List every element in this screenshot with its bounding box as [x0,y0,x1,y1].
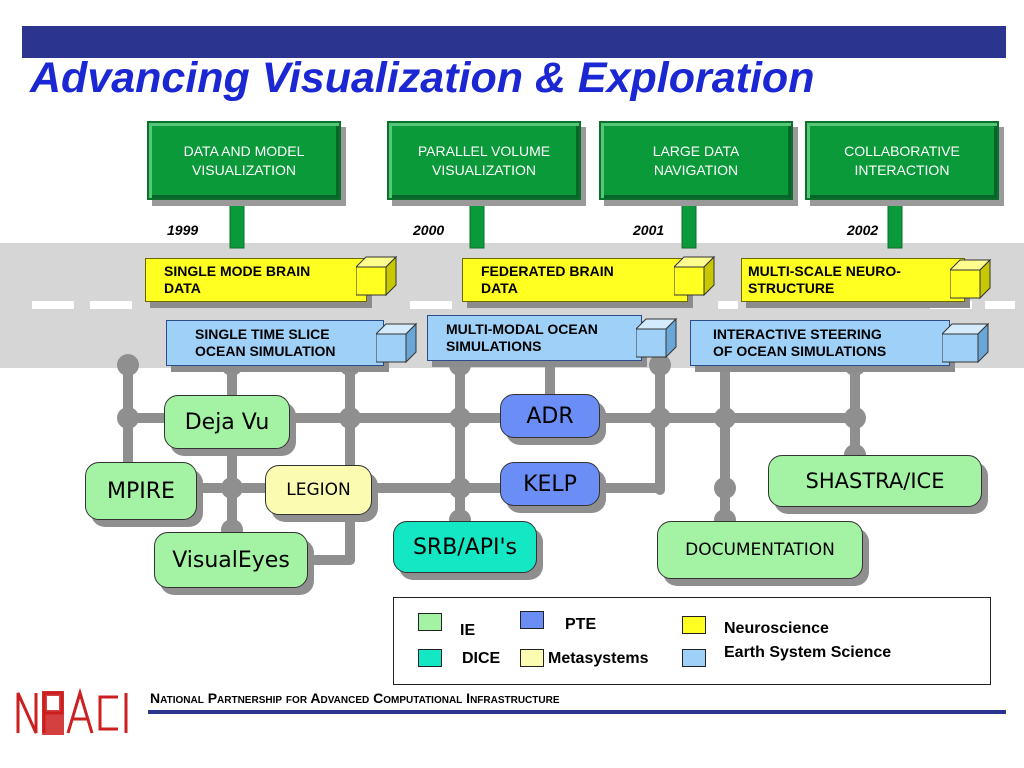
tool-mpire: MPIRE [85,462,197,520]
sign-data-model-visualization: DATA AND MODEL VISUALIZATION [147,121,341,200]
cube-icon [942,322,990,364]
year-2000: 2000 [413,222,445,238]
tool-adr: ADR [500,394,600,438]
tool-documentation: DOCUMENTATION [657,521,863,579]
cube-icon [636,317,678,359]
neuro-box-multi-scale: MULTI-SCALE NEURO- STRUCTURE [741,258,965,302]
legend-metasystems-label: Metasystems [548,650,649,667]
legend-pte-swatch [520,611,544,629]
cube-icon [674,255,716,297]
npaci-logo [16,687,128,735]
title-bar [22,26,1006,58]
footer-text: National Partnership for Advanced Comput… [150,690,560,706]
tool-srb-apis: SRB/API's [393,521,537,573]
legend-earth-label: Earth System Science [724,644,892,661]
road-dashes [32,301,1015,309]
legend-dice-swatch [418,649,442,667]
legend-neuroscience-label: Neuroscience [724,620,829,637]
cube-icon [950,258,992,300]
legend-ie-label: IE [460,622,476,639]
year-2002: 2002 [847,222,879,238]
sign-collaborative-interaction: COLLABORATIVE INTERACTION [805,121,999,200]
footer-rule [148,710,1006,714]
page-title: Advancing Visualization & Exploration [30,54,815,102]
cube-icon [376,322,418,364]
sign-posts [229,197,903,249]
year-2001: 2001 [633,222,665,238]
tool-kelp: KELP [500,462,600,506]
neuro-box-single-mode-brain: SINGLE MODE BRAIN DATA [145,258,367,302]
tool-visualeyes: VisualEyes [154,532,308,588]
legend-pte-label: PTE [565,616,597,633]
tool-shastra-ice: SHASTRA/ICE [768,455,982,507]
legend-neuroscience-swatch [682,616,706,634]
tool-deja-vu: Deja Vu [164,395,290,449]
earth-box-single-time-slice: SINGLE TIME SLICE OCEAN SIMULATION [166,320,384,366]
year-1999: 1999 [167,222,199,238]
legend-dice-label: DICE [462,650,501,667]
tool-legion: LEGION [265,465,372,515]
earth-box-multi-modal-ocean: MULTI-MODAL OCEAN SIMULATIONS [427,315,642,361]
neuro-box-federated-brain: FEDERATED BRAIN DATA [462,258,688,302]
legend-ie-swatch [418,613,442,631]
sign-parallel-volume-visualization: PARALLEL VOLUME VISUALIZATION [387,121,581,200]
cube-icon [356,255,398,297]
legend-earth-swatch [682,649,706,667]
earth-box-interactive-steering: INTERACTIVE STEERING OF OCEAN SIMULATION… [690,320,950,366]
legend-metasystems-swatch [520,649,544,667]
sign-large-data-navigation: LARGE DATA NAVIGATION [599,121,793,200]
legend: IE PTE Neuroscience DICE Metasystems Ear… [393,597,991,685]
